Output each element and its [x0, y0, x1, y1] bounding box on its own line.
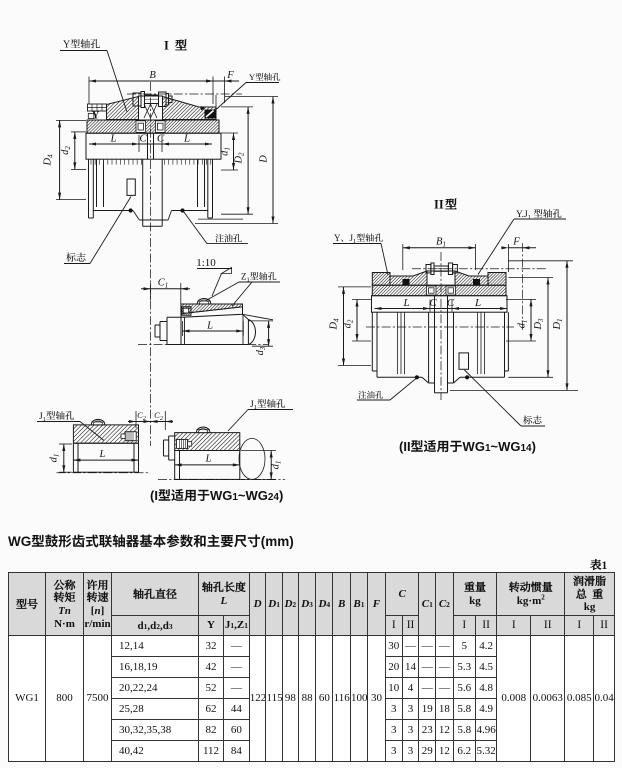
svg-text:C1: C1 — [158, 278, 169, 290]
svg-text:C: C — [447, 297, 455, 309]
svg-text:C2: C2 — [154, 410, 163, 422]
svg-text:D: D — [259, 155, 270, 164]
svg-text:C2: C2 — [137, 410, 146, 422]
svg-text:Y型轴孔: Y型轴孔 — [63, 36, 100, 51]
svg-text:L: L — [206, 321, 213, 332]
svg-text:Y型轴孔: Y型轴孔 — [249, 71, 281, 83]
svg-text:d1: d1 — [49, 454, 61, 463]
svg-text:I: I — [164, 39, 169, 53]
svg-text:注油孔: 注油孔 — [358, 389, 384, 401]
svg-text:L: L — [474, 297, 481, 309]
svg-text:d2: d2 — [60, 146, 72, 155]
svg-text:J1型轴孔: J1型轴孔 — [39, 408, 75, 423]
svg-text:II: II — [434, 198, 444, 212]
svg-text:注油孔: 注油孔 — [215, 232, 242, 245]
svg-text:L: L — [98, 449, 105, 460]
svg-text:型: 型 — [175, 37, 187, 54]
svg-text:L: L — [183, 133, 190, 145]
svg-text:J1型轴孔: J1型轴孔 — [250, 396, 286, 411]
svg-text:B: B — [149, 70, 156, 81]
svg-text:D1: D1 — [552, 318, 564, 330]
svg-text:D3: D3 — [533, 318, 545, 331]
svg-text:标志: 标志 — [523, 413, 543, 427]
svg-text:d1: d1 — [271, 461, 283, 470]
svg-text:Y、J1型轴孔: Y、J1型轴孔 — [334, 231, 383, 245]
svg-text:D4: D4 — [329, 318, 341, 331]
svg-text:标志: 标志 — [66, 249, 86, 264]
svg-text:1:10: 1:10 — [196, 257, 216, 269]
svg-text:D2: D2 — [234, 152, 246, 165]
svg-text:d1: d1 — [517, 320, 529, 329]
svg-text:L: L — [109, 133, 116, 145]
svg-text:C: C — [157, 133, 165, 145]
svg-text:L: L — [402, 297, 409, 309]
svg-text:C: C — [429, 297, 437, 309]
svg-text:L: L — [205, 454, 212, 465]
svg-text:Y.J1 型轴孔: Y.J1 型轴孔 — [516, 206, 562, 221]
svg-text:d3: d3 — [255, 346, 267, 355]
svg-text:Z1型轴孔: Z1型轴孔 — [241, 270, 277, 284]
svg-text:F: F — [226, 70, 234, 81]
svg-text:d1: d1 — [220, 147, 232, 156]
svg-text:F: F — [512, 237, 520, 248]
svg-text:C: C — [139, 133, 147, 145]
svg-text:B1: B1 — [436, 237, 446, 249]
svg-text:型: 型 — [445, 196, 457, 213]
svg-text:D4: D4 — [43, 154, 55, 167]
svg-text:d2: d2 — [343, 319, 355, 328]
svg-text:Y: Y — [92, 111, 100, 122]
